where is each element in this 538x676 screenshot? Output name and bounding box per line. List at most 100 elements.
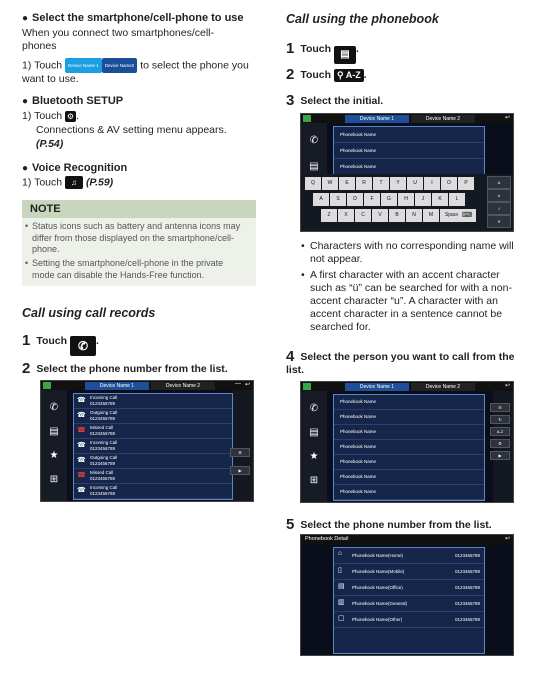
- tab-device-2[interactable]: Device Name 2: [411, 115, 475, 123]
- key-y[interactable]: Y: [390, 177, 406, 190]
- bluetooth-settings-icon[interactable]: ⚙: [65, 110, 77, 122]
- tab-device-1[interactable]: Device Name 1: [345, 115, 409, 123]
- phonebook-tab-icon[interactable]: ▤: [309, 427, 319, 438]
- mode-key[interactable]: #: [487, 189, 511, 202]
- sort-button[interactable]: ☰: [490, 403, 510, 412]
- mode-key[interactable]: A: [487, 176, 511, 189]
- a-z-search-button[interactable]: ⚲ A-Z: [333, 68, 364, 82]
- list-item[interactable]: Phonebook Name: [334, 470, 484, 485]
- list-item[interactable]: ▤Phonebook Name(Office)0123456789: [334, 580, 484, 596]
- refresh-button[interactable]: ↻: [490, 415, 510, 424]
- bt-button[interactable]: ▶: [490, 451, 510, 460]
- tab-device-1[interactable]: Device Name 1: [345, 383, 409, 391]
- key-x[interactable]: X: [338, 209, 354, 222]
- call-type-icon: ☎: [77, 412, 86, 419]
- call-type-label: Incoming Call: [90, 395, 118, 400]
- note-item: Status icons such as battery and antenna…: [25, 221, 248, 256]
- key-e[interactable]: E: [339, 177, 355, 190]
- call-records-tab-icon[interactable]: ✆: [309, 403, 319, 414]
- key-t[interactable]: T: [373, 177, 389, 190]
- close-icon[interactable]: ✕: [487, 215, 511, 228]
- keyboard-toggle-key[interactable]: ⌨: [458, 209, 476, 222]
- bt-button[interactable]: ▶: [230, 466, 250, 475]
- device-name-2-chip[interactable]: Device Name2: [101, 58, 138, 73]
- key-w[interactable]: W: [322, 177, 338, 190]
- key-c[interactable]: C: [355, 209, 371, 222]
- mode-key[interactable]: I: [487, 202, 511, 215]
- device-name-1-chip[interactable]: Device Name 1: [65, 58, 102, 73]
- minimize-icon[interactable]: —: [235, 381, 241, 387]
- key-l[interactable]: L: [449, 193, 465, 206]
- phonebook-icon[interactable]: ▤: [333, 46, 356, 64]
- voice-recognition-icon[interactable]: ♫: [65, 176, 84, 189]
- a-z-search-button[interactable]: A-Z: [490, 427, 510, 436]
- call-records-icon[interactable]: ✆: [69, 336, 96, 356]
- call-number: 0123456789: [90, 446, 116, 451]
- key-s[interactable]: S: [330, 193, 346, 206]
- list-item[interactable]: Phonebook Name: [334, 143, 484, 159]
- number-type-icon: ⌂: [338, 550, 343, 557]
- list-item[interactable]: Phonebook Name: [334, 485, 484, 500]
- tab-device-2[interactable]: Device Name 2: [151, 382, 215, 390]
- phone-settings-button[interactable]: ⚙: [490, 439, 510, 448]
- key-g[interactable]: G: [381, 193, 397, 206]
- key-a[interactable]: A: [313, 193, 329, 206]
- key-d[interactable]: D: [347, 193, 363, 206]
- favorites-tab-icon[interactable]: ★: [309, 451, 319, 462]
- key-j[interactable]: J: [415, 193, 431, 206]
- call-records-tab-icon[interactable]: ✆: [309, 135, 319, 146]
- list-item[interactable]: ▯Phonebook Name(Mobile)0123456789: [334, 564, 484, 580]
- phonebook-tab-icon[interactable]: ▤: [49, 426, 59, 437]
- phonebook-tab-icon[interactable]: ▤: [309, 161, 319, 172]
- back-icon[interactable]: ↩: [504, 115, 510, 121]
- phone-number: 0123456789: [454, 601, 480, 606]
- key-v[interactable]: V: [372, 209, 388, 222]
- key-o[interactable]: O: [441, 177, 457, 190]
- list-item[interactable]: ⌂Phonebook Name(Home)0123456789: [334, 548, 484, 564]
- back-icon[interactable]: ↩: [504, 536, 510, 542]
- number-label: Phonebook Name(Mobile): [352, 569, 405, 574]
- list-item[interactable]: Phonebook Name: [334, 159, 484, 175]
- dialpad-tab-icon[interactable]: ⊞: [309, 475, 319, 486]
- list-item[interactable]: Phonebook Name: [334, 440, 484, 455]
- list-item[interactable]: Phonebook Name: [334, 410, 484, 425]
- tab-device-1[interactable]: Device Name 1: [85, 382, 149, 390]
- key-b[interactable]: B: [389, 209, 405, 222]
- list-item[interactable]: Phonebook Name: [334, 127, 484, 143]
- key-i[interactable]: I: [424, 177, 440, 190]
- list-item[interactable]: Phonebook Name: [334, 455, 484, 470]
- back-icon[interactable]: ↩: [504, 383, 510, 389]
- key-u[interactable]: U: [407, 177, 423, 190]
- list-item[interactable]: ▥Phonebook Name(General)0123456789: [334, 596, 484, 612]
- key-k[interactable]: K: [432, 193, 448, 206]
- phonebook-name: Phonebook Name: [340, 444, 377, 449]
- key-z[interactable]: Z: [321, 209, 337, 222]
- list-item[interactable]: ▢Phonebook Name(Other)0123456789: [334, 612, 484, 628]
- call-records-tab-icon[interactable]: ✆: [49, 402, 59, 413]
- key-f[interactable]: F: [364, 193, 380, 206]
- back-icon[interactable]: ↩: [244, 382, 250, 388]
- list-item[interactable]: Phonebook Name: [334, 395, 484, 410]
- tab-device-2[interactable]: Device Name 2: [411, 383, 475, 391]
- key-n[interactable]: N: [406, 209, 422, 222]
- key-h[interactable]: H: [398, 193, 414, 206]
- phone-settings-button[interactable]: ⚙: [230, 448, 250, 457]
- list-item[interactable]: Phonebook Name: [334, 425, 484, 440]
- number-label: Phonebook Name(General): [352, 601, 408, 606]
- key-m[interactable]: M: [423, 209, 439, 222]
- key-p[interactable]: P: [458, 177, 474, 190]
- key-r[interactable]: R: [356, 177, 372, 190]
- dialpad-tab-icon[interactable]: ⊞: [49, 474, 59, 485]
- key-q[interactable]: Q: [305, 177, 321, 190]
- favorites-tab-icon[interactable]: ★: [49, 450, 59, 461]
